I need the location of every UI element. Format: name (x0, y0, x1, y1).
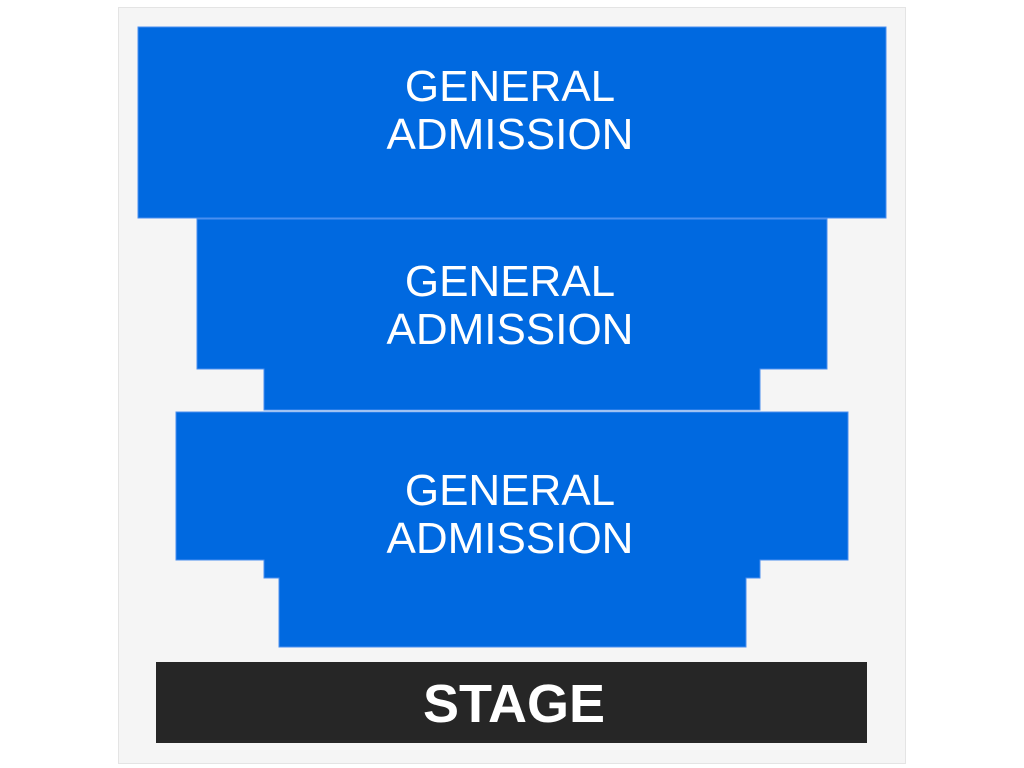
stage-shape (156, 662, 867, 743)
section-shape-3[interactable] (175, 411, 849, 648)
section-shape-1[interactable] (137, 26, 887, 219)
section-general-admission-3[interactable]: GENERAL ADMISSION (175, 411, 849, 648)
section-general-admission-2[interactable]: GENERAL ADMISSION (196, 218, 828, 411)
stage: STAGE (156, 662, 867, 743)
section-shape-2[interactable] (196, 218, 828, 411)
stage-label: STAGE (423, 674, 605, 734)
section-general-admission-1[interactable]: GENERAL ADMISSION (137, 26, 887, 219)
